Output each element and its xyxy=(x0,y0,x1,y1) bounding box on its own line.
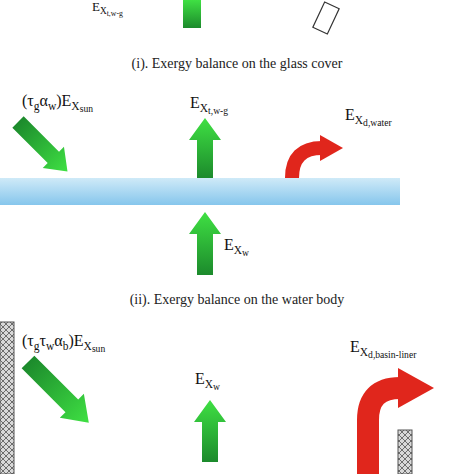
destruction-arrow-head xyxy=(398,368,434,408)
destruction-arrow xyxy=(292,148,322,178)
label-subscript: sun xyxy=(80,103,93,114)
label-base: E xyxy=(92,0,100,14)
label-subscript: X xyxy=(360,346,368,358)
label-base: )E xyxy=(68,332,83,349)
destruction-arrow-head xyxy=(320,135,343,161)
exergy-label: (τgαw)EXsun xyxy=(22,92,93,110)
exergy-arrow xyxy=(194,400,226,462)
label-subscript: X xyxy=(84,340,92,352)
exergy-label: EXt,w-g xyxy=(190,94,228,112)
label-subscript: d,water xyxy=(363,117,392,128)
label-base: τ xyxy=(40,332,46,349)
glass-edge xyxy=(313,2,339,34)
basin-wall xyxy=(398,430,412,474)
basin-wall xyxy=(0,322,14,474)
exergy-label: (τgτwαb)EXsun xyxy=(22,332,105,350)
label-subscript: g xyxy=(34,340,40,352)
solar-arrow xyxy=(7,111,78,182)
label-base: α xyxy=(40,92,48,109)
label-subscript: w xyxy=(48,100,56,112)
figure-caption: (ii). Exergy balance on the water body xyxy=(130,292,345,307)
label-subscript: X xyxy=(100,6,107,16)
exergy-label: EXt,w-g xyxy=(92,0,123,14)
label-base: E xyxy=(190,94,200,111)
destruction-arrow xyxy=(368,388,400,474)
label-base: )E xyxy=(56,92,71,109)
exergy-label: EXd,water xyxy=(345,106,392,124)
solar-arrow xyxy=(16,350,101,435)
exergy-arrow xyxy=(189,212,221,275)
label-subscript: sun xyxy=(92,343,105,354)
label-base: (τ xyxy=(22,92,34,109)
label-subscript: w xyxy=(242,247,249,258)
exergy-label: EXw xyxy=(224,236,249,254)
exergy-arrow xyxy=(183,0,201,28)
label-base: E xyxy=(224,236,234,253)
label-subscript: w xyxy=(46,340,54,352)
label-subscript: X xyxy=(205,378,213,390)
label-subscript: t,w-g xyxy=(208,105,228,116)
label-base: E xyxy=(345,106,355,123)
label-subscript: X xyxy=(234,244,242,256)
label-subscript: g xyxy=(34,100,40,112)
label-subscript: b xyxy=(63,340,69,352)
water-body xyxy=(0,178,400,205)
label-subscript: t,w-g xyxy=(107,9,123,18)
label-subscript: X xyxy=(71,100,79,112)
label-base: E xyxy=(350,338,360,355)
label-subscript: X xyxy=(200,102,208,114)
label-base: (τ xyxy=(22,332,34,349)
exergy-label: EXd,basin-liner xyxy=(350,338,416,356)
label-subscript: w xyxy=(213,381,220,392)
label-base: α xyxy=(54,332,62,349)
exergy-label: EXw xyxy=(195,370,220,388)
label-subscript: X xyxy=(355,114,363,126)
figure-caption: (i). Exergy balance on the glass cover xyxy=(132,56,343,71)
label-subscript: d,basin-liner xyxy=(368,349,416,360)
exergy-arrow xyxy=(189,118,221,178)
label-base: E xyxy=(195,370,205,387)
